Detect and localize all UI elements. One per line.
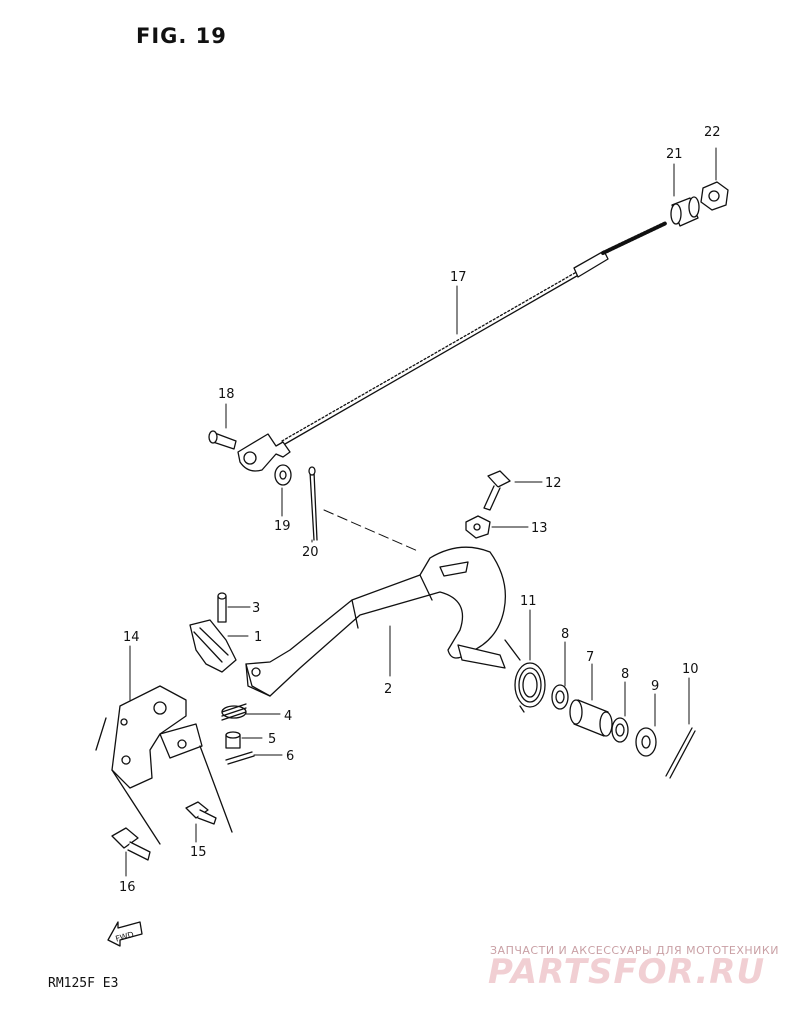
washer-9 [635,727,657,757]
leader-lines [125,147,717,877]
nut-13 [465,515,491,539]
cotter-pin-6 [225,751,255,765]
watermark-text: ЗАПЧАСТИ И АКСЕССУАРЫ ДЛЯ МОТОТЕХНИКИ [490,944,779,957]
pedal-bracket [95,685,233,845]
callout-17: 17 [450,270,467,285]
adjuster-nut [700,181,729,211]
washer-19 [274,464,292,486]
callout-8b: 8 [621,667,629,682]
washer-8b [611,717,629,743]
cotter-pin-10 [665,727,696,779]
cable-joint [670,196,700,227]
callout-8a: 8 [561,627,569,642]
callout-19: 19 [274,519,291,534]
brake-cable-rod [237,221,668,472]
model-code: RM125F E3 [48,976,119,991]
callout-5: 5 [268,732,276,747]
bolt-15 [185,801,217,825]
callout-12: 12 [545,476,562,491]
forward-arrow-icon [107,921,143,947]
pivot-bushing [569,699,613,737]
spring-4 [221,703,247,721]
callout-9: 9 [651,679,659,694]
callout-10: 10 [682,662,699,677]
callout-22: 22 [704,125,721,140]
callout-16: 16 [119,880,136,895]
callout-numbers: 1 2 3 4 5 6 7 8 8 9 10 11 12 13 14 15 16… [119,125,721,895]
callout-4: 4 [284,709,292,724]
callout-1: 1 [254,630,262,645]
callout-13: 13 [531,521,548,536]
callout-18: 18 [218,387,235,402]
callout-6: 6 [286,749,294,764]
brake-pedal [245,546,507,697]
callout-21: 21 [666,147,683,162]
callout-11: 11 [520,594,537,609]
return-spring [504,639,546,713]
bolt-16 [111,827,151,861]
callout-3: 3 [252,601,260,616]
callout-2: 2 [384,682,392,697]
callout-14: 14 [123,630,140,645]
watermark-logo: PARTSFOR.RU [488,952,766,992]
callout-7: 7 [586,650,594,665]
collar-5 [225,731,241,749]
callout-20: 20 [302,545,319,560]
washer-8a [551,684,569,710]
cotter-pin-20 [308,466,318,541]
figure-title: FIG. 19 [136,24,227,48]
bolt-12 [483,470,511,511]
clevis-pin [208,430,237,450]
callout-15: 15 [190,845,207,860]
pin-3 [217,592,227,623]
pedal-tip [189,619,237,673]
